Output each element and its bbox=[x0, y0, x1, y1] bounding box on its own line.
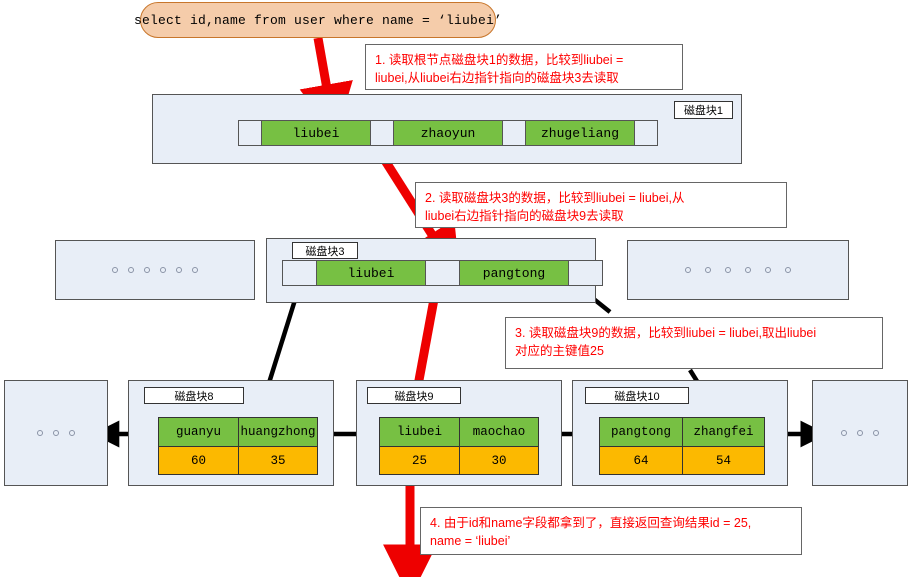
note-1-line-2: liubei,从liubei右边指针指向的磁盘块3去读取 bbox=[375, 71, 619, 86]
leaf-node-block10: pangtong zhangfei 64 54 bbox=[599, 417, 765, 475]
leaf-label-block9-text: 磁盘块9 bbox=[394, 390, 434, 403]
root-pointer-3 bbox=[635, 121, 657, 145]
root-node-panel: 磁盘块1 liubei zhaoyun zhugeliang bbox=[152, 94, 742, 164]
leaf-block8-values: 60 35 bbox=[159, 446, 317, 474]
root-key-2: zhugeliang bbox=[526, 121, 635, 145]
annotation-note-1: 1. 读取根节点磁盘块1的数据，比较到liubei = liubei,从liub… bbox=[365, 44, 683, 90]
leaf-label-block10-text: 磁盘块10 bbox=[614, 390, 660, 403]
leaf-block10-value-1: 54 bbox=[683, 446, 764, 474]
leaf-node-block9: liubei maochao 25 30 bbox=[379, 417, 539, 475]
note-1-line-1: 1. 读取根节点磁盘块1的数据，比较到liubei = bbox=[375, 53, 624, 67]
leaf-panel-block9: 磁盘块9 liubei maochao 25 30 bbox=[356, 380, 562, 486]
sql-query-text: select id,name from user where name = ‘l… bbox=[133, 12, 503, 28]
leaf-block10-values: 64 54 bbox=[600, 446, 764, 474]
leaf-label-block10: 磁盘块10 bbox=[585, 387, 689, 404]
root-pointer-1 bbox=[371, 121, 394, 145]
root-node-cells: liubei zhaoyun zhugeliang bbox=[238, 120, 658, 146]
internal-right-placeholder-panel bbox=[627, 240, 849, 300]
leaf-panel-block10: 磁盘块10 pangtong zhangfei 64 54 bbox=[572, 380, 788, 486]
annotation-note-4: 4. 由于id和name字段都拿到了，直接返回查询结果id = 25, name… bbox=[420, 507, 802, 555]
internal-node-cells: liubei pangtong bbox=[282, 260, 603, 286]
leaf-left-placeholder-panel bbox=[4, 380, 108, 486]
root-pointer-2 bbox=[503, 121, 526, 145]
note-3-line-2: 对应的主键值25 bbox=[515, 344, 604, 359]
note-3-line-1: 3. 读取磁盘块9的数据，比较到liubei = liubei,取出liubei bbox=[515, 326, 817, 340]
leaf-block8-name-0: guanyu bbox=[159, 418, 239, 446]
annotation-note-3: 3. 读取磁盘块9的数据，比较到liubei = liubei,取出liubei… bbox=[505, 317, 883, 369]
note-2-line-2: liubei右边指针指向的磁盘块9去读取 bbox=[425, 209, 624, 224]
ellipsis-dots-internal-left bbox=[56, 241, 254, 299]
internal-key-0: liubei bbox=[317, 261, 426, 285]
leaf-block10-name-1: zhangfei bbox=[683, 418, 764, 446]
leaf-block8-value-1: 35 bbox=[239, 446, 317, 474]
internal-pointer-2 bbox=[569, 261, 602, 285]
leaf-panel-block8: 磁盘块8 guanyu huangzhong 60 35 bbox=[128, 380, 334, 486]
internal-pointer-0 bbox=[283, 261, 317, 285]
note-2-line-1: 2. 读取磁盘块3的数据，比较到liubei = liubei,从 bbox=[425, 191, 685, 205]
leaf-block9-values: 25 30 bbox=[380, 446, 538, 474]
internal-node-panel: 磁盘块3 liubei pangtong bbox=[266, 238, 603, 303]
internal-node-label-text: 磁盘块3 bbox=[305, 245, 345, 258]
root-node-label: 磁盘块1 bbox=[674, 101, 733, 119]
leaf-block10-value-0: 64 bbox=[600, 446, 683, 474]
annotation-note-2: 2. 读取磁盘块3的数据，比较到liubei = liubei,从 liubei… bbox=[415, 182, 787, 228]
leaf-label-block9: 磁盘块9 bbox=[367, 387, 461, 404]
leaf-block9-names: liubei maochao bbox=[380, 418, 538, 446]
ellipsis-dots-leaf-left bbox=[5, 381, 107, 485]
leaf-block8-value-0: 60 bbox=[159, 446, 239, 474]
leaf-node-block8: guanyu huangzhong 60 35 bbox=[158, 417, 318, 475]
internal-node-label: 磁盘块3 bbox=[292, 242, 358, 259]
root-node-label-text: 磁盘块1 bbox=[683, 105, 724, 117]
leaf-block10-name-0: pangtong bbox=[600, 418, 683, 446]
note-4-line-1: 4. 由于id和name字段都拿到了，直接返回查询结果id = 25, bbox=[430, 516, 752, 530]
internal-pointer-1 bbox=[426, 261, 460, 285]
internal-key-1: pangtong bbox=[460, 261, 569, 285]
leaf-block8-names: guanyu huangzhong bbox=[159, 418, 317, 446]
leaf-label-block8: 磁盘块8 bbox=[144, 387, 244, 404]
note-4-line-2: name = ‘liubei’ bbox=[430, 534, 511, 549]
leaf-block10-names: pangtong zhangfei bbox=[600, 418, 764, 446]
leaf-block9-name-0: liubei bbox=[380, 418, 460, 446]
internal-left-placeholder-panel bbox=[55, 240, 255, 300]
sql-query-bubble: select id,name from user where name = ‘l… bbox=[134, 2, 502, 38]
leaf-block8-name-1: huangzhong bbox=[239, 418, 317, 446]
leaf-block9-name-1: maochao bbox=[460, 418, 538, 446]
root-key-0: liubei bbox=[262, 121, 371, 145]
root-key-1: zhaoyun bbox=[394, 121, 503, 145]
leaf-block9-value-1: 30 bbox=[460, 446, 538, 474]
ellipsis-dots-internal-right bbox=[628, 241, 848, 299]
ellipsis-dots-leaf-right bbox=[813, 381, 907, 485]
leaf-block9-value-0: 25 bbox=[380, 446, 460, 474]
leaf-label-block8-text: 磁盘块8 bbox=[174, 390, 214, 403]
root-pointer-0 bbox=[239, 121, 262, 145]
leaf-right-placeholder-panel bbox=[812, 380, 908, 486]
